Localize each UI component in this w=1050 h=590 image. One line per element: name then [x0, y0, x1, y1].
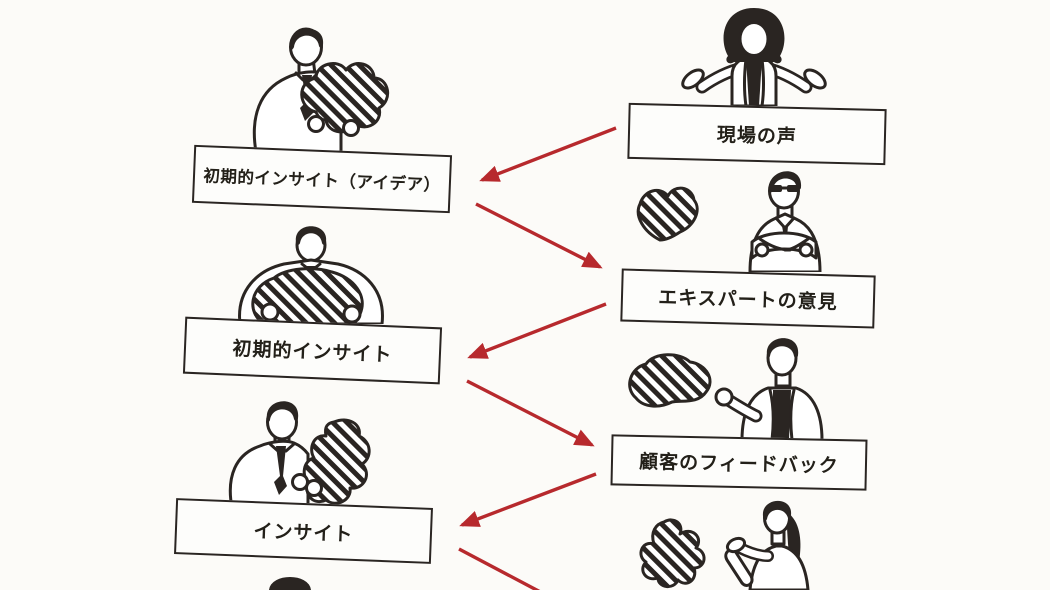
box-expert-opinion-label: エキスパートの意見	[657, 287, 838, 314]
box-insight: インサイト	[174, 498, 433, 564]
box-initial-insight-idea: 初期的インサイト（アイデア）	[191, 144, 453, 214]
hatched-heart-blob-illustration	[636, 186, 699, 242]
businessman-holding-idea-blob-illustration	[252, 27, 390, 152]
box-insight-label: インサイト	[253, 520, 354, 546]
box-initial-insight-label: 初期的インサイト	[232, 338, 393, 367]
box-customer-feedback: 顧客のフィードバック	[610, 434, 868, 491]
arrow-genba-no-koe-to-shokiteki-insight-idea	[479, 126, 617, 182]
partial-head-illustration	[268, 577, 312, 590]
box-voice-of-the-field: 現場の声	[627, 102, 887, 166]
box-voice-of-the-field-label: 現場の声	[716, 124, 798, 148]
hatched-cross-blob-illustration	[639, 518, 706, 588]
arrow-shokiteki-insight-to-kokyaku-feedback	[466, 379, 595, 447]
man-holding-tall-blob-illustration	[228, 401, 371, 508]
arrow-expert-no-iken-to-shokiteki-insight	[467, 302, 607, 359]
box-initial-insight-idea-label: 初期的インサイト（アイデア）	[203, 167, 441, 195]
arrow-shokiteki-insight-idea-to-expert-no-iken	[475, 202, 603, 269]
box-initial-insight: 初期的インサイト	[182, 316, 443, 385]
woman-ponytail-holding-object-illustration	[724, 500, 810, 590]
man-kneading-blob-illustration	[238, 226, 384, 324]
arrow-kokyaku-feedback-to-insight	[459, 472, 597, 527]
box-expert-opinion: エキスパートの意見	[620, 268, 876, 329]
expert-arms-crossed-illustration	[748, 171, 822, 272]
woman-shrugging-illustration	[681, 8, 827, 106]
box-customer-feedback-label: 顧客のフィードバック	[638, 451, 839, 478]
arrow-insight-to-offscreen	[458, 547, 541, 590]
man-in-coat-gesturing-illustration	[714, 338, 824, 440]
hatched-round-blob-illustration	[628, 353, 712, 408]
